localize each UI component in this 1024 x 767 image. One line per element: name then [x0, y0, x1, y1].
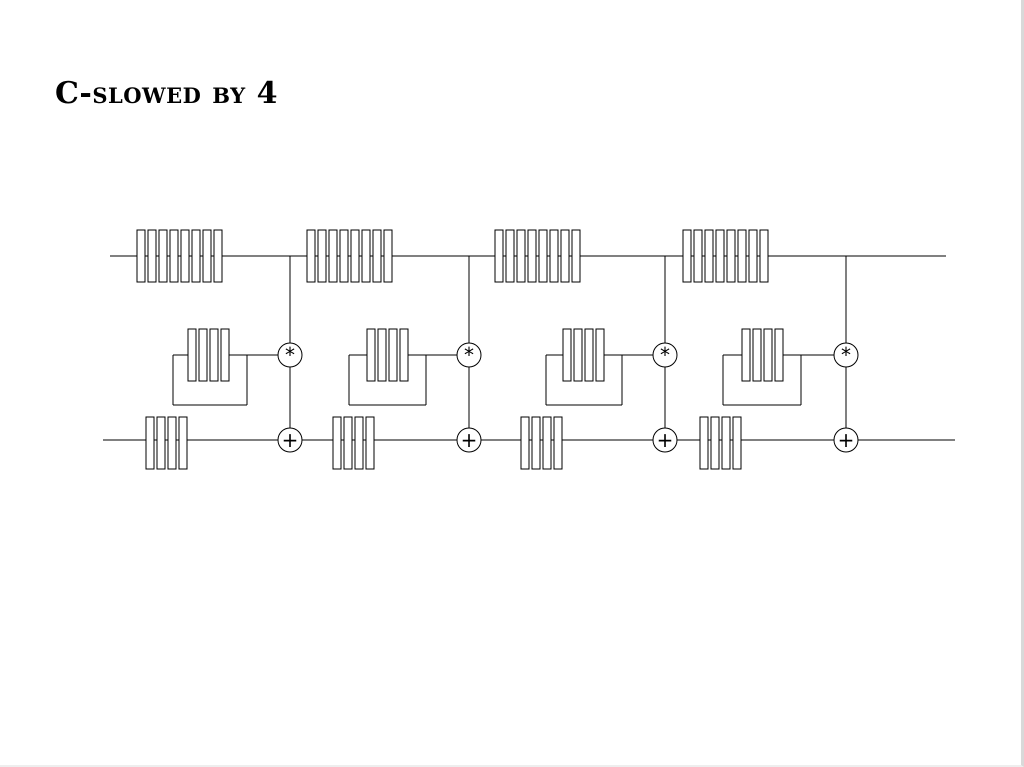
top-register-s4-g1-r4 — [715, 229, 725, 283]
feedback-register-s4-r3 — [763, 328, 773, 382]
bottom-register-s3-r4 — [553, 416, 563, 470]
bottom-register-s2-r1 — [332, 416, 342, 470]
bottom-register-s2-r3 — [354, 416, 364, 470]
feedback-register-s2-r3 — [388, 328, 398, 382]
top-register-s3-g2-r4 — [571, 229, 581, 283]
stage-1-adder-node — [277, 427, 303, 453]
top-register-s3-g1-r1 — [494, 229, 504, 283]
stage-4-multiplier-symbol: * — [841, 343, 851, 367]
feedback-register-s3-r3 — [584, 328, 594, 382]
top-register-s1-g1-r2 — [147, 229, 157, 283]
top-register-s4-g1-r3 — [704, 229, 714, 283]
top-register-s2-g1-r3 — [328, 229, 338, 283]
stage-3-adder-node — [652, 427, 678, 453]
top-register-s1-g2-r3 — [202, 229, 212, 283]
top-register-s2-g1-r1 — [306, 229, 316, 283]
top-register-s3-g1-r2 — [505, 229, 515, 283]
top-register-s1-g2-r1 — [180, 229, 190, 283]
top-register-s4-g2-r2 — [737, 229, 747, 283]
stage-1-adder-symbol: + — [282, 428, 299, 452]
slide-title: C-slowed by 4 — [55, 76, 278, 111]
stage-4-adder-node — [833, 427, 859, 453]
bottom-register-s2-r4 — [365, 416, 375, 470]
top-register-s1-g2-r2 — [191, 229, 201, 283]
bottom-register-s1-r1 — [145, 416, 155, 470]
stage-3-multiplier-symbol: * — [660, 343, 670, 367]
stage-4-adder-symbol: + — [838, 428, 855, 452]
stage-2-adder-symbol: + — [461, 428, 478, 452]
bottom-register-s1-r3 — [167, 416, 177, 470]
top-register-s2-g1-r4 — [339, 229, 349, 283]
feedback-register-s4-r2 — [752, 328, 762, 382]
top-register-s4-g2-r3 — [748, 229, 758, 283]
bottom-register-s1-r2 — [156, 416, 166, 470]
top-register-s3-g2-r2 — [549, 229, 559, 283]
stage-1-multiplier-node — [277, 342, 303, 368]
stage-2-multiplier-symbol: * — [464, 343, 474, 367]
top-register-s3-g1-r3 — [516, 229, 526, 283]
feedback-register-s1-r1 — [187, 328, 197, 382]
top-register-s1-g2-r4 — [213, 229, 223, 283]
top-register-s1-g1-r3 — [158, 229, 168, 283]
top-register-s4-g2-r4 — [759, 229, 769, 283]
bottom-register-s1-r4 — [178, 416, 188, 470]
top-register-s3-g2-r1 — [538, 229, 548, 283]
feedback-register-s1-r3 — [209, 328, 219, 382]
bottom-register-s3-r1 — [520, 416, 530, 470]
top-register-s2-g2-r3 — [372, 229, 382, 283]
top-register-s2-g1-r2 — [317, 229, 327, 283]
top-register-s4-g1-r1 — [682, 229, 692, 283]
bottom-register-s4-r2 — [710, 416, 720, 470]
feedback-register-s2-r4 — [399, 328, 409, 382]
bottom-register-s4-r3 — [721, 416, 731, 470]
stage-2-adder-node — [456, 427, 482, 453]
stage-1-multiplier-symbol: * — [285, 343, 295, 367]
top-register-s3-g2-r3 — [560, 229, 570, 283]
stage-4-multiplier-node — [833, 342, 859, 368]
top-register-s2-g2-r4 — [383, 229, 393, 283]
top-register-s2-g2-r2 — [361, 229, 371, 283]
feedback-register-s2-r1 — [366, 328, 376, 382]
feedback-register-s3-r4 — [595, 328, 605, 382]
bottom-register-s2-r2 — [343, 416, 353, 470]
top-register-s1-g1-r4 — [169, 229, 179, 283]
top-register-s3-g1-r4 — [527, 229, 537, 283]
bottom-register-s4-r1 — [699, 416, 709, 470]
bottom-register-s4-r4 — [732, 416, 742, 470]
bottom-register-s3-r2 — [531, 416, 541, 470]
top-register-s2-g2-r1 — [350, 229, 360, 283]
feedback-register-s1-r2 — [198, 328, 208, 382]
feedback-register-s2-r2 — [377, 328, 387, 382]
stage-3-adder-symbol: + — [657, 428, 674, 452]
bottom-register-s3-r3 — [542, 416, 552, 470]
top-register-s1-g1-r1 — [136, 229, 146, 283]
top-register-s4-g2-r1 — [726, 229, 736, 283]
top-register-s4-g1-r2 — [693, 229, 703, 283]
stage-2-multiplier-node — [456, 342, 482, 368]
stage-3-multiplier-node — [652, 342, 678, 368]
feedback-register-s4-r4 — [774, 328, 784, 382]
feedback-register-s1-r4 — [220, 328, 230, 382]
feedback-register-s4-r1 — [741, 328, 751, 382]
feedback-register-s3-r1 — [562, 328, 572, 382]
feedback-register-s3-r2 — [573, 328, 583, 382]
